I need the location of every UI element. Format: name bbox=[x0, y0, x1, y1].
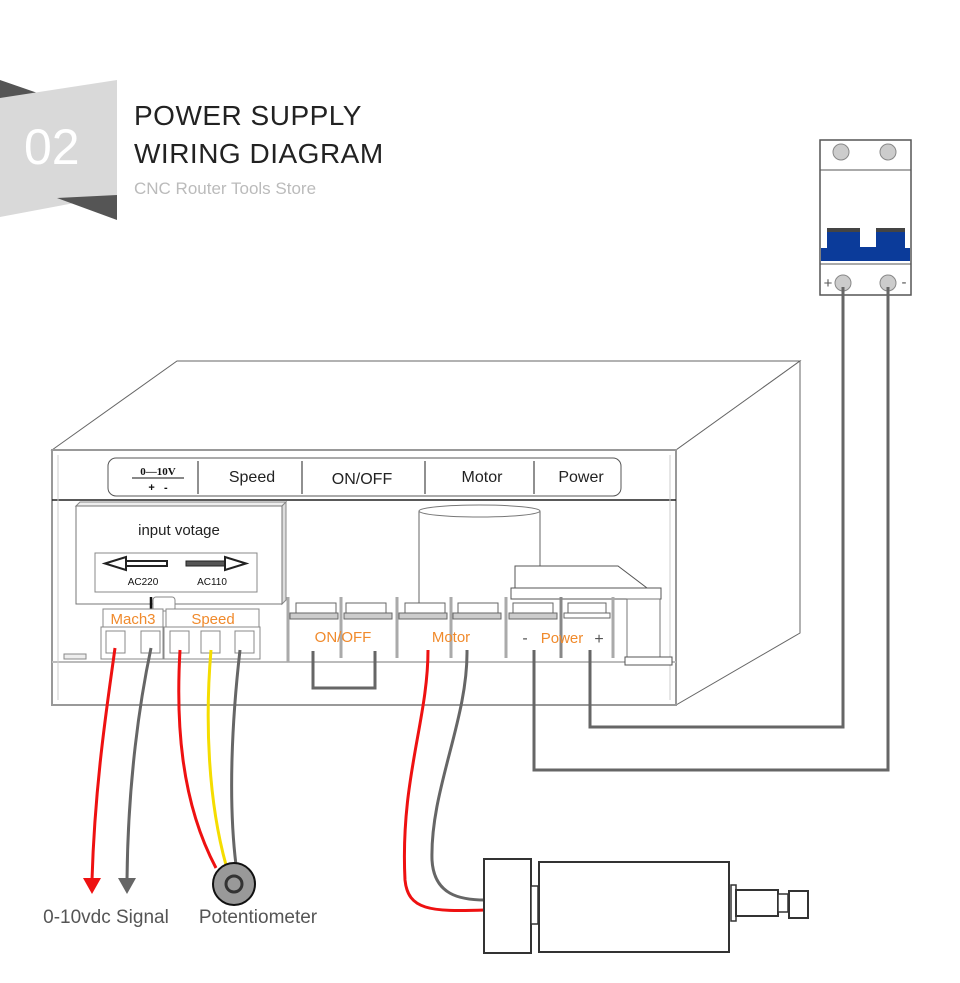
signal-label: 0-10vdc Signal bbox=[43, 907, 169, 928]
panel-label-strip: 0—10V + - Speed ON/OFF Motor Power bbox=[107, 457, 622, 497]
terminal-label-motor: Motor bbox=[432, 629, 470, 646]
motor-body bbox=[538, 861, 730, 953]
motor-wire-gray bbox=[430, 649, 486, 902]
onoff-jumper-wire bbox=[311, 651, 377, 690]
terminal-bar bbox=[563, 612, 611, 619]
voltage-selector[interactable]: input votage AC220 AC110 bbox=[74, 500, 288, 612]
pot-wire-gray bbox=[230, 649, 242, 866]
section-badge bbox=[0, 80, 117, 220]
terminal-bar bbox=[452, 612, 502, 620]
breaker-toggle-edge bbox=[876, 228, 905, 232]
circuit-breaker[interactable]: + - bbox=[819, 139, 912, 296]
breaker-frame bbox=[819, 139, 912, 296]
terminal-label-mach3: Mach3 bbox=[110, 611, 155, 628]
option-ac220[interactable]: AC220 bbox=[128, 577, 159, 588]
relay-plate bbox=[510, 587, 662, 600]
terminal-label-speed: Speed bbox=[191, 611, 234, 628]
terminal-bar bbox=[343, 612, 393, 620]
terminal-cap bbox=[567, 602, 607, 614]
voltage-polarity-label: + - bbox=[148, 482, 168, 494]
relay-foot bbox=[624, 656, 673, 666]
terminal-bar bbox=[398, 612, 448, 620]
option-ac110[interactable]: AC110 bbox=[197, 577, 227, 588]
store-subtitle: CNC Router Tools Store bbox=[134, 179, 317, 198]
badge-bottom-shadow bbox=[57, 195, 117, 220]
motor-nut bbox=[788, 890, 809, 919]
spindle-motor bbox=[483, 858, 809, 954]
page-title-line1: POWER SUPPLY bbox=[134, 100, 362, 131]
terminal-cap bbox=[457, 602, 499, 614]
relay-block bbox=[510, 565, 673, 666]
terminal-label-onoff: ON/OFF bbox=[315, 629, 372, 646]
selector-switch-knob[interactable] bbox=[152, 596, 176, 612]
signal-arrow-negative-icon bbox=[118, 878, 136, 894]
motor-collet bbox=[777, 893, 789, 913]
motor-shaft bbox=[735, 889, 779, 917]
relay-side bbox=[626, 598, 661, 658]
page-title-line2: WIRING DIAGRAM bbox=[134, 138, 384, 169]
breaker-screw-top-right bbox=[879, 143, 897, 161]
section-number: 02 bbox=[24, 119, 80, 175]
motor-wire-red bbox=[402, 649, 486, 913]
pot-wire-yellow bbox=[206, 649, 228, 866]
control-terminal-blocks bbox=[63, 597, 290, 662]
power-minus-label: - bbox=[522, 630, 527, 647]
board-tab bbox=[63, 653, 87, 660]
badge-body bbox=[0, 80, 117, 217]
selector-side-edge bbox=[281, 500, 287, 606]
potentiometer-label: Potentiometer bbox=[199, 907, 318, 928]
motor-neck bbox=[530, 885, 539, 925]
breaker-toggle[interactable] bbox=[821, 230, 910, 261]
signal-wire-positive bbox=[90, 647, 117, 881]
arrow-right-icon bbox=[185, 555, 250, 572]
terminal-cap bbox=[512, 602, 554, 614]
terminal-bar bbox=[508, 612, 558, 620]
terminal-screw bbox=[169, 630, 190, 654]
power-plus-label: + bbox=[594, 631, 603, 648]
panel-label-motor: Motor bbox=[462, 469, 504, 486]
breaker-screw-top-left bbox=[832, 143, 850, 161]
label-strip-frame bbox=[107, 457, 622, 497]
breaker-toggle-edge bbox=[827, 228, 860, 232]
arrow-left-icon bbox=[101, 555, 168, 572]
terminal-label-power: Power bbox=[541, 630, 584, 647]
box-top-face bbox=[50, 360, 802, 451]
signal-wire-negative bbox=[125, 647, 153, 881]
voltage-range-label: 0—10V bbox=[140, 466, 176, 478]
signal-arrow-positive-icon bbox=[83, 878, 101, 894]
breaker-plus-label: + bbox=[824, 275, 833, 292]
terminal-screw bbox=[200, 630, 221, 654]
terminal-cap bbox=[345, 602, 387, 614]
capacitor-top bbox=[418, 504, 541, 518]
potentiometer-icon bbox=[212, 862, 256, 906]
power-wire-plus bbox=[588, 287, 845, 729]
terminal-bar bbox=[289, 612, 339, 620]
selector-top-edge bbox=[74, 501, 288, 507]
breaker-minus-label: - bbox=[902, 274, 907, 291]
panel-label-speed: Speed bbox=[229, 469, 275, 486]
terminal-cap bbox=[404, 602, 446, 614]
pot-wire-red bbox=[177, 649, 218, 869]
panel-label-onoff: ON/OFF bbox=[332, 471, 393, 488]
terminal-cap bbox=[295, 602, 337, 614]
motor-rear-cap bbox=[483, 858, 532, 954]
power-wire-minus bbox=[532, 287, 890, 772]
power-terminal-row bbox=[289, 597, 615, 658]
selector-title: input votage bbox=[138, 522, 220, 539]
panel-label-power: Power bbox=[558, 469, 604, 486]
terminal-screw bbox=[234, 630, 255, 654]
